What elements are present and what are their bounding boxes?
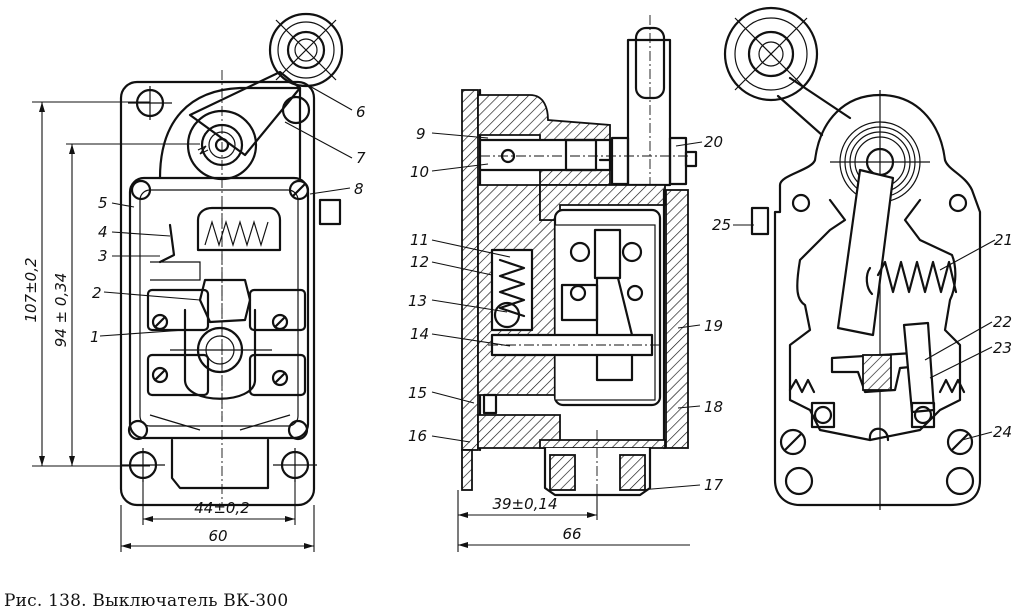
return-spring — [830, 90, 930, 510]
label-9: 9 — [416, 125, 426, 143]
label-10: 10 — [410, 163, 429, 181]
mounting-holes-front — [121, 86, 317, 482]
label-5: 5 — [98, 194, 108, 212]
spring-housing — [196, 206, 282, 252]
label-23: 23 — [993, 339, 1012, 357]
rear-view: 25 21 22 23 24 — [712, 6, 1013, 510]
side-boss-front — [318, 198, 342, 226]
label-17: 17 — [704, 476, 724, 494]
label-14: 14 — [410, 325, 429, 343]
figure-caption: Рис. 138. Выключатель ВК-300 — [4, 591, 289, 611]
bottom-boss-front — [170, 438, 270, 490]
label-11: 11 — [410, 231, 429, 249]
label-7: 7 — [356, 149, 366, 167]
roller-side — [598, 15, 698, 190]
detent-assembly — [490, 248, 534, 332]
label-25: 25 — [712, 216, 731, 234]
label-24: 24 — [993, 423, 1012, 441]
dim-side-mount-depth: 39±0,14 — [492, 495, 557, 513]
label-21: 21 — [994, 231, 1013, 249]
label-4: 4 — [98, 223, 108, 241]
label-15: 15 — [408, 384, 427, 402]
label-16: 16 — [408, 427, 427, 445]
spring-21 — [876, 260, 958, 294]
shaft-guide — [183, 308, 257, 400]
roller-rear — [723, 6, 819, 102]
rear-labels: 25 21 22 23 24 — [712, 216, 1013, 441]
roller-front — [268, 12, 344, 88]
terminals — [146, 288, 307, 397]
front-housing — [119, 80, 316, 507]
side-boss-25 — [750, 206, 770, 236]
shaft-housing — [478, 138, 612, 172]
label-1: 1 — [90, 328, 100, 346]
label-22: 22 — [993, 313, 1012, 331]
side-dimensions — [457, 490, 690, 552]
mounting-holes-rear — [779, 193, 975, 496]
rear-housing — [773, 93, 982, 507]
side-labels: 9 10 11 12 13 14 15 16 17 18 19 20 — [408, 125, 724, 494]
rear-lever-arm — [776, 76, 852, 137]
front-view: 107±0,2 94 ± 0,34 44±0,2 60 1 2 3 4 5 6 … — [22, 12, 366, 552]
label-13: 13 — [408, 292, 427, 310]
label-3: 3 — [98, 247, 108, 265]
dim-overall-width: 60 — [208, 527, 227, 545]
lever-boss — [158, 86, 302, 180]
ball-13 — [493, 301, 521, 329]
label-8: 8 — [354, 180, 364, 198]
front-dimensions — [32, 101, 315, 552]
label-12: 12 — [410, 253, 429, 271]
inner-frame — [128, 176, 310, 440]
screw-5 — [130, 179, 152, 201]
dim-overall-height: 107±0,2 — [22, 257, 40, 322]
rear-actuator-lever — [836, 168, 895, 337]
dim-mount-height: 94 ± 0,34 — [52, 273, 70, 348]
pawl-23 — [902, 321, 936, 414]
label-19: 19 — [704, 317, 723, 335]
dim-side-overall-depth: 66 — [562, 525, 581, 543]
label-20: 20 — [704, 133, 723, 151]
bearings-rear — [810, 401, 936, 429]
cover-18 — [665, 189, 689, 449]
label-2: 2 — [92, 284, 102, 302]
label-18: 18 — [704, 398, 723, 416]
screw-8 — [288, 179, 310, 201]
side-section-view: 39±0,14 66 9 10 11 12 13 14 15 16 17 18 … — [408, 15, 724, 552]
dim-mount-width: 44±0,2 — [194, 499, 250, 517]
label-6: 6 — [356, 103, 366, 121]
front-labels: 1 2 3 4 5 6 7 8 — [90, 83, 366, 346]
